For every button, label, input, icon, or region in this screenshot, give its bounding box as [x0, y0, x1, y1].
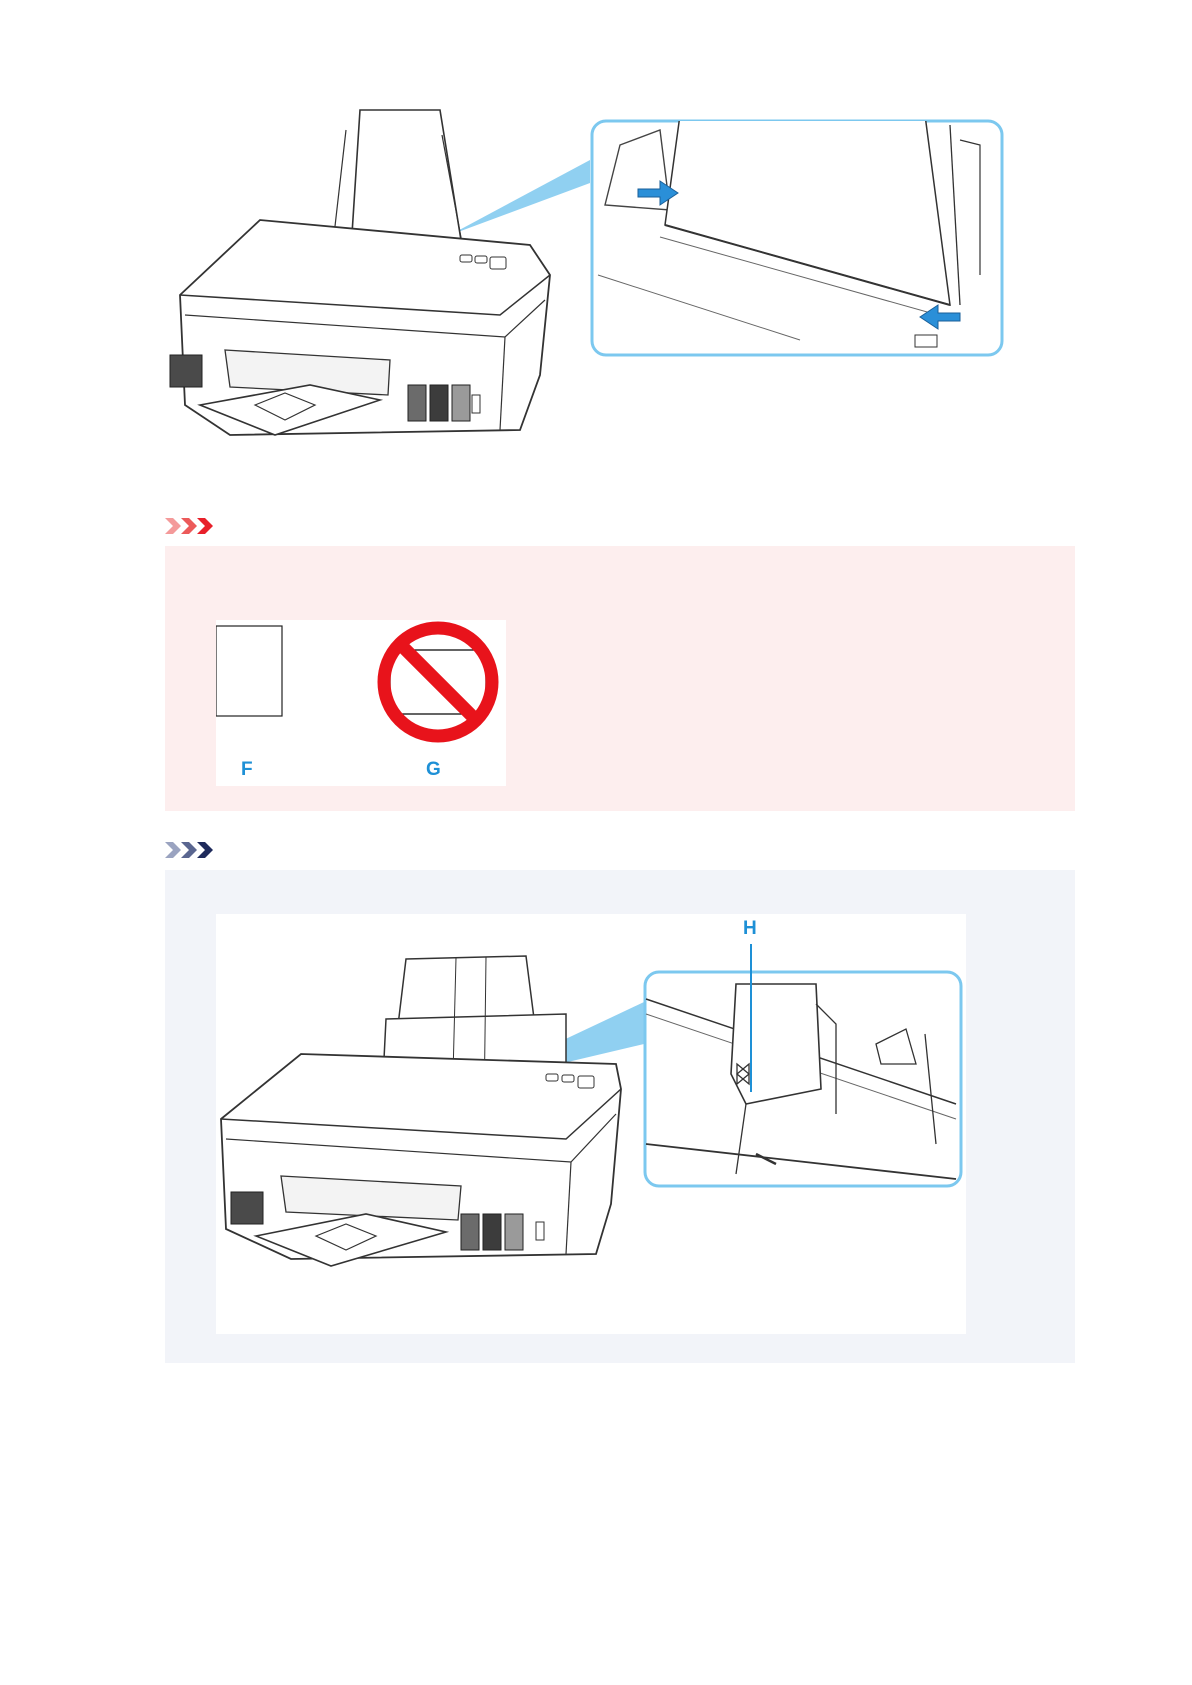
label-f: F — [241, 759, 253, 781]
page-footer-mark — [1146, 1672, 1148, 1682]
printer-guide-mark-illustration — [216, 914, 966, 1334]
paper-orientation-figure: F G — [216, 620, 506, 786]
paper-guide-mark-figure: H — [216, 914, 966, 1334]
important-icon — [165, 518, 219, 534]
note-icon — [165, 842, 219, 858]
orientation-diagram — [216, 620, 506, 786]
printer-paper-guides-illustration — [160, 105, 1020, 485]
label-g: G — [426, 759, 441, 781]
label-h: H — [743, 918, 757, 940]
portrait-paper-icon — [216, 626, 282, 716]
